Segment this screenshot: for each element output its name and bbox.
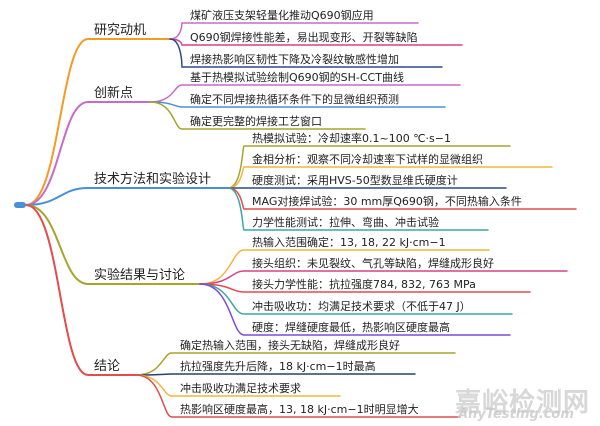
leaf-connector <box>135 373 416 376</box>
branch-connector <box>25 38 171 206</box>
branch-label[interactable]: 实验结果与讨论 <box>94 268 186 283</box>
leaf-label[interactable]: Q690钢焊接性能差，易出现变形、开裂等缺陷 <box>190 31 418 44</box>
leaf-label[interactable]: 金相分析：观察不同冷却速率下试样的显微组织 <box>252 153 483 166</box>
branch-label[interactable]: 技术方法和实验设计 <box>94 172 212 187</box>
leaf-label[interactable]: 冲击吸收功：均满足技术要求（不低于47 J） <box>252 300 471 313</box>
leaf-connector <box>135 374 461 418</box>
leaf-label[interactable]: 焊接热影响区韧性下降及冷裂纹敏感性增加 <box>190 53 399 66</box>
leaf-label[interactable]: 冲击吸收功满足技术要求 <box>180 382 301 395</box>
branch-label[interactable]: 结论 <box>94 359 121 374</box>
leaf-label[interactable]: 接头力学性能：抗拉强度784, 832, 763 MPa <box>252 278 476 291</box>
branch-label[interactable]: 研究动机 <box>94 23 147 38</box>
leaf-label[interactable]: 硬度：焊缝硬度最低，热影响区硬度最高 <box>252 321 450 334</box>
branch-connector <box>25 187 229 206</box>
branch-connector <box>25 101 151 206</box>
leaf-label[interactable]: 确定更完整的焊接工艺窗口 <box>190 115 322 128</box>
leaf-connector <box>149 101 366 130</box>
branch-label[interactable]: 创新点 <box>94 86 134 101</box>
leaf-connector <box>149 84 461 103</box>
leaf-label[interactable]: 硬度测试：采用HVS-50型数显维氏硬度计 <box>252 174 458 187</box>
leaf-label[interactable]: 煤矿液压支架轻量化推动Q690钢应用 <box>190 9 374 22</box>
leaf-label[interactable]: 热模拟试验：冷却速率0.1~100 ℃·s−1 <box>252 132 451 145</box>
leaf-label[interactable]: 确定热输入范围，接头无缺陷，焊缝成形良好 <box>180 339 400 352</box>
leaf-connector <box>169 38 443 68</box>
watermark-cn: 嘉峪检测网 <box>455 388 591 418</box>
branch-connector <box>25 204 137 376</box>
leaf-label[interactable]: 热输入范围确定：13, 18, 22 kJ·cm−1 <box>252 236 446 249</box>
leaf-label[interactable]: 抗拉强度先升后降，18 kJ·cm−1时最高 <box>180 360 376 373</box>
watermark-en: AnyTesting.com <box>458 407 574 422</box>
leaf-label[interactable]: MAG对接焊试验：30 mm厚Q690钢，不同热输入条件 <box>252 195 522 208</box>
leaf-label[interactable]: 接头组织：未见裂纹、气孔等缺陷，焊缝成形良好 <box>252 257 494 270</box>
leaf-label[interactable]: 确定不同焊接热循环条件下的显微组织预测 <box>190 93 399 106</box>
leaf-connector <box>227 145 511 189</box>
root-node[interactable] <box>14 202 26 208</box>
leaf-label[interactable]: 基于热模拟试验绘制Q690钢的SH-CCT曲线 <box>190 71 404 84</box>
leaf-connector <box>135 352 456 376</box>
leaf-label[interactable]: 热影响区硬度最高，13, 18 kJ·cm−1时明显增大 <box>180 403 419 416</box>
leaf-connector <box>227 187 489 231</box>
leaf-connector <box>227 166 553 189</box>
leaf-connector <box>199 283 511 336</box>
leaf-label[interactable]: 力学性能测试：拉伸、弯曲、冲击试验 <box>252 216 439 229</box>
branch-connector <box>25 204 201 285</box>
